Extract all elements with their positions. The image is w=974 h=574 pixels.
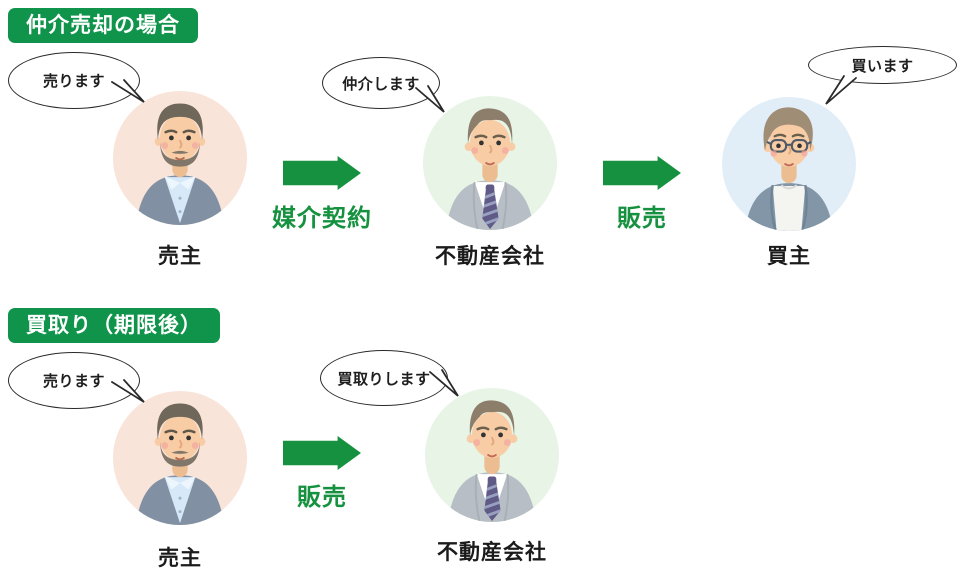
speech-bubble: 買います bbox=[808, 46, 957, 84]
buyer-person-icon bbox=[744, 107, 834, 231]
arrow-right-icon bbox=[603, 156, 681, 190]
speech-bubble: 売ります bbox=[8, 52, 140, 109]
actor-label-seller: 売主 bbox=[158, 547, 202, 570]
real-estate-company-avatar bbox=[425, 388, 559, 522]
speech-bubble-tail-icon bbox=[429, 369, 459, 397]
seller-avatar bbox=[113, 391, 247, 525]
speech-bubble-tail-icon bbox=[111, 79, 145, 103]
speech-bubble-tail-icon bbox=[825, 75, 857, 105]
arrow-label: 媒介契約 bbox=[272, 205, 372, 232]
agent-person-icon bbox=[445, 108, 535, 230]
speech-bubble-text: 売ります bbox=[42, 373, 105, 390]
actor-label-seller: 売主 bbox=[158, 245, 202, 268]
arrow-right-icon bbox=[283, 156, 361, 190]
actor-label-company: 不動産会社 bbox=[435, 245, 545, 268]
section-title-badge: 仲介売却の場合 bbox=[8, 8, 198, 43]
speech-bubble-text: 売ります bbox=[42, 73, 105, 90]
seller-avatar bbox=[113, 91, 247, 225]
speech-bubble-text: 仲介します bbox=[342, 75, 420, 93]
speech-bubble: 買取りします bbox=[320, 350, 448, 406]
arrow-label: 販売 bbox=[617, 205, 667, 232]
speech-bubble-tail-icon bbox=[111, 379, 145, 403]
section-title-badge: 買取り（期限後） bbox=[8, 308, 220, 343]
seller-person-icon bbox=[135, 103, 225, 225]
arrow-label: 販売 bbox=[297, 484, 347, 511]
actor-label-company: 不動産会社 bbox=[437, 541, 547, 564]
speech-bubble-tail-icon bbox=[415, 85, 445, 113]
speech-bubble: 仲介します bbox=[322, 57, 440, 109]
agent-person-icon bbox=[447, 400, 537, 522]
actor-label-buyer: 買主 bbox=[767, 245, 811, 268]
speech-bubble-text: 買います bbox=[851, 57, 914, 75]
seller-person-icon bbox=[135, 403, 225, 525]
speech-bubble-text: 買取りします bbox=[337, 370, 431, 388]
buyer-avatar bbox=[722, 97, 856, 231]
speech-bubble: 売ります bbox=[8, 352, 140, 409]
arrow-right-icon bbox=[283, 436, 361, 470]
real-estate-company-avatar bbox=[423, 96, 557, 230]
